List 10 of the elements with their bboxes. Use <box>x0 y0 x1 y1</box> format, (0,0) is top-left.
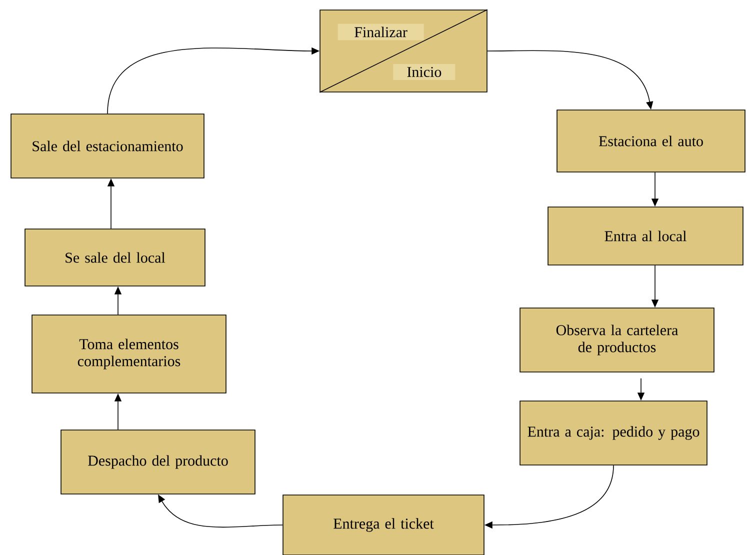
process-box: Estaciona el auto <box>556 110 746 172</box>
process-box: Despacho del producto <box>60 430 256 494</box>
process-box: Toma elementos complementarios <box>32 314 226 394</box>
start-end-box: Finalizar Inicio <box>319 9 488 93</box>
process-box: Se sale del local <box>24 228 206 286</box>
process-box: Entrega el ticket <box>282 494 484 555</box>
process-box: Sale del estacionamiento <box>10 114 204 178</box>
process-box: Observa la cartelera de productos <box>520 308 714 372</box>
process-box: Entra a caja: pedido y pago <box>520 400 708 466</box>
process-box: Entra al local <box>548 206 744 266</box>
